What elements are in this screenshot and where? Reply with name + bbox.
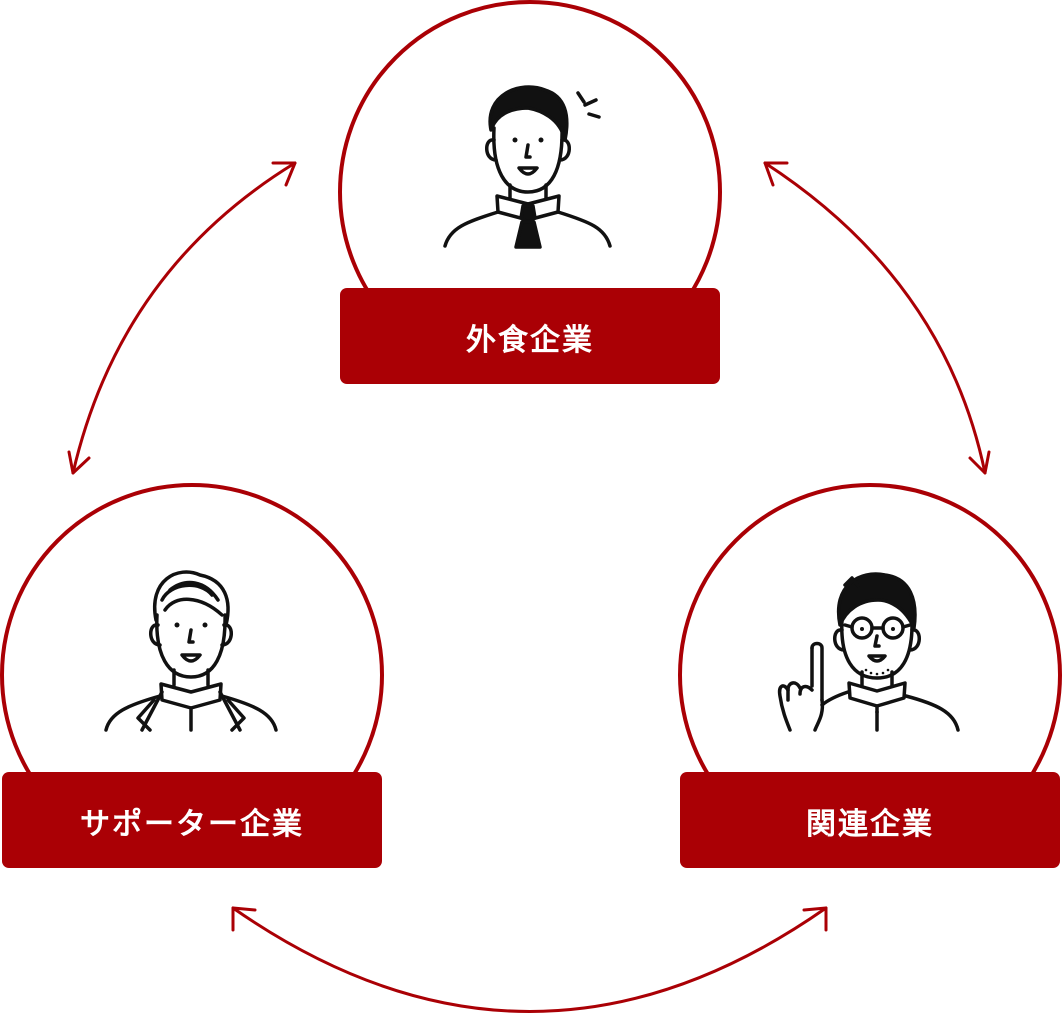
arrow-top-left [67, 161, 297, 475]
man-with-glasses-pointing-icon [777, 572, 960, 732]
node-top: 外食企業 [338, 0, 722, 384]
node-right-label-box [680, 772, 1060, 868]
node-left-label-box [2, 772, 382, 868]
connections [67, 161, 991, 1013]
node-top-label: 外食企業 [466, 323, 594, 358]
node-right-label: 関連企業 [806, 807, 934, 842]
node-top-label-box [340, 288, 720, 384]
arrow-bottom [231, 906, 828, 1013]
node-left-label: サポーター企業 [80, 807, 304, 842]
node-right: 関連企業 [678, 483, 1062, 868]
arrow-top-right [763, 161, 991, 475]
node-left: サポーター企業 [0, 483, 384, 868]
businessman-in-suit-icon [104, 570, 278, 732]
businessman-with-tie-icon [443, 85, 612, 249]
